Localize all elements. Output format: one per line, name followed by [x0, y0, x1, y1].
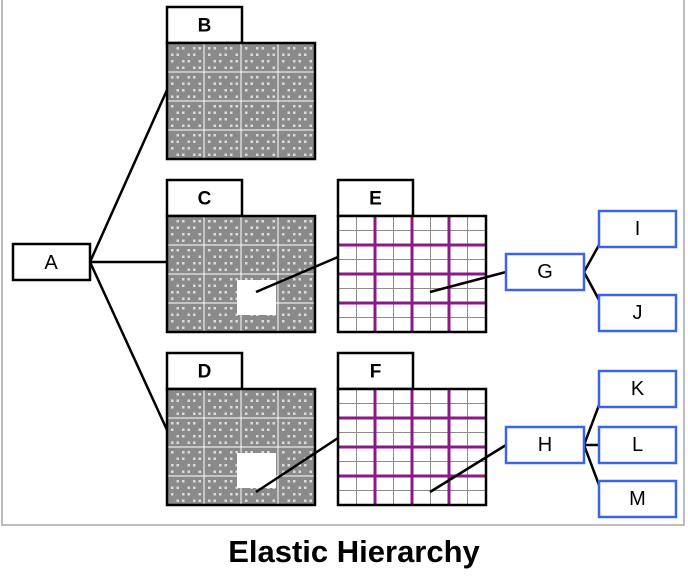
node-l: L — [597, 425, 678, 465]
node-j-label: J — [633, 302, 643, 324]
node-f: F — [336, 351, 488, 507]
node-l-label: L — [632, 434, 643, 456]
edge-h-k — [582, 404, 601, 446]
node-a-label: A — [44, 252, 58, 274]
pointer-d-f — [255, 436, 339, 494]
node-m: M — [597, 479, 678, 519]
node-i: I — [597, 209, 678, 249]
pointer-f-h — [429, 443, 507, 494]
node-b: B — [165, 5, 317, 161]
node-h: H — [504, 425, 586, 465]
node-a: A — [11, 242, 92, 282]
node-k: K — [597, 369, 678, 409]
node-j: J — [597, 293, 678, 333]
node-e-label: E — [369, 189, 382, 210]
edge-g-j — [582, 271, 601, 301]
diagram-frame — [1, 0, 685, 526]
thumbnail-d — [165, 387, 317, 507]
grid-e — [336, 214, 488, 334]
edge-h-m — [582, 444, 601, 486]
node-g-label: G — [537, 261, 553, 283]
node-b-label: B — [198, 16, 212, 37]
pointer-e-g — [429, 270, 507, 294]
diagram-caption: Elastic Hierarchy — [228, 534, 480, 569]
node-g: G — [504, 252, 586, 292]
node-d-label: D — [198, 362, 212, 383]
thumbnail-b — [165, 41, 317, 161]
edge-g-i — [582, 244, 601, 273]
grid-f — [336, 387, 488, 507]
node-f-label: F — [370, 362, 382, 383]
thumbnail-c — [165, 214, 317, 334]
node-d: D — [165, 351, 317, 507]
edge-a-d — [88, 261, 169, 431]
node-m-label: M — [629, 488, 646, 510]
node-k-label: K — [631, 378, 645, 400]
node-e: E — [336, 178, 488, 334]
edge-a-b — [88, 89, 169, 263]
pointer-c-e — [255, 255, 339, 294]
node-h-label: H — [538, 434, 552, 456]
edges — [88, 89, 601, 486]
zoom-pointers — [255, 255, 507, 494]
node-c-label: C — [198, 189, 212, 210]
node-c: C — [165, 178, 317, 334]
node-i-label: I — [635, 218, 641, 240]
